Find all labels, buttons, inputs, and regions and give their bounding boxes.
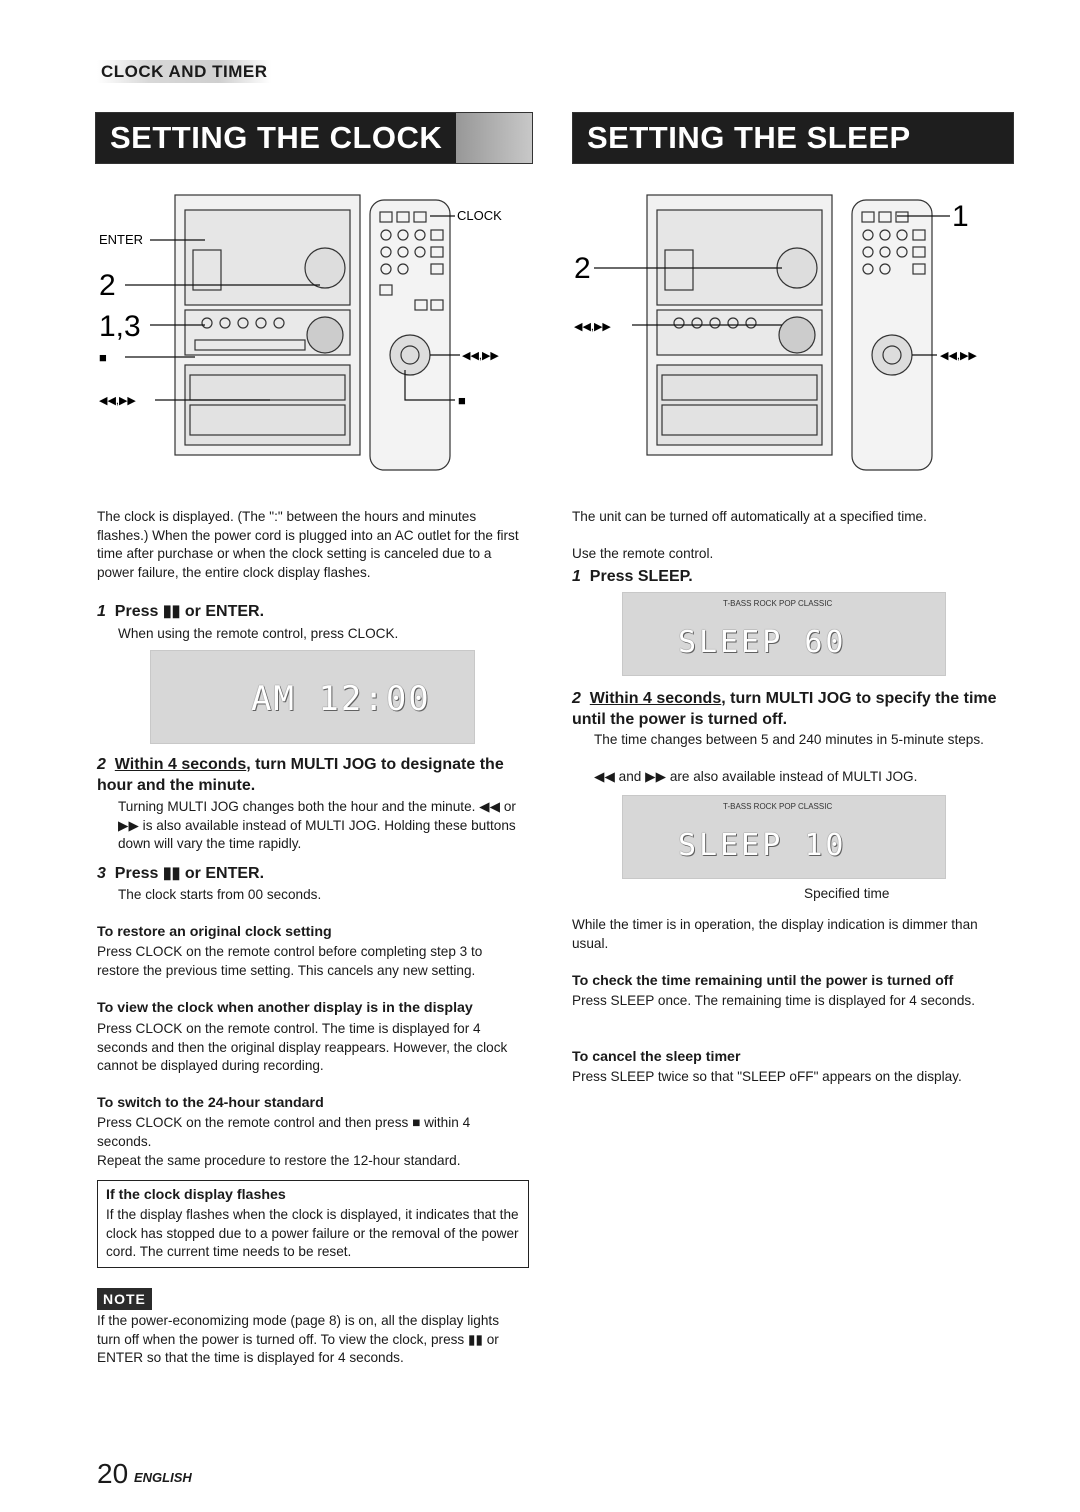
cancel-body: Press SLEEP twice so that "SLEEP oFF" ap…: [572, 1069, 962, 1084]
clock-step1-body: When using the remote control, press CLO…: [118, 626, 399, 641]
clock-display: AM 12:00: [150, 650, 475, 744]
callout-skip-right: ◀◀,▶▶: [940, 350, 977, 362]
stereo-clock-illustration: ENTER CLOCK 2 1,3 ■ ◀◀,▶▶ ◀◀,▶▶ ■: [99, 194, 502, 471]
sleep-display-2: T-BASS ROCK POP CLASSIC SLEEP 10: [622, 795, 946, 879]
clock-step3-title: 3 Press ▮▮ or ENTER.: [97, 865, 265, 882]
switch24-body1: Press CLOCK on the remote control and th…: [97, 1115, 471, 1149]
callout-2: 2: [574, 252, 591, 285]
sleep-step2-title: 2 Within 4 seconds, turn MULTI JOG to sp…: [572, 690, 997, 728]
sleep-step2-body1: The time changes between 5 and 240 minut…: [594, 732, 984, 747]
cancel-title: To cancel the sleep timer: [572, 1049, 741, 1065]
callout-1-3: 1,3: [99, 310, 141, 343]
flashes-box: If the clock display flashes If the disp…: [97, 1180, 529, 1268]
switch24-title: To switch to the 24-hour standard: [97, 1095, 324, 1111]
clock-step1-title: 1 Press ▮▮ or ENTER.: [97, 603, 265, 620]
callout-1: 1: [952, 200, 969, 233]
view-body: Press CLOCK on the remote control. The t…: [97, 1021, 508, 1073]
check-title: To check the time remaining until the po…: [572, 973, 954, 989]
clock-step2-title: 2 Within 4 seconds, turn MULTI JOG to de…: [97, 756, 504, 794]
restore-body: Press CLOCK on the remote control before…: [97, 944, 483, 978]
sleep-use-remote: Use the remote control.: [572, 546, 714, 561]
banner-title: SETTING THE SLEEP TIMER: [573, 113, 1013, 205]
sleep-step2-body2: ◀◀ and ▶▶ are also available instead of …: [594, 769, 918, 784]
callout-skip-left: ◀◀,▶▶: [574, 321, 611, 333]
footer-language: ENGLISH: [134, 1470, 192, 1485]
callout-2: 2: [99, 269, 116, 302]
sleep-display-1: T-BASS ROCK POP CLASSIC SLEEP 60: [622, 592, 946, 676]
specified-time-caption: Specified time: [804, 886, 890, 901]
sleep-dimmer: While the timer is in operation, the dis…: [572, 917, 978, 951]
callout-skip-left: ◀◀,▶▶: [99, 395, 136, 407]
clock-step2-body: Turning MULTI JOG changes both the hour …: [118, 799, 516, 851]
check-body: Press SLEEP once. The remaining time is …: [572, 993, 975, 1008]
banner-title: SETTING THE CLOCK: [96, 113, 457, 163]
callout-skip-right: ◀◀,▶▶: [462, 350, 499, 362]
callout-stop-left: ■: [99, 350, 107, 365]
clock-step3-body: The clock starts from 00 seconds.: [118, 887, 322, 902]
sleep-intro: The unit can be turned off automatically…: [572, 509, 927, 524]
page-number: 20: [97, 1458, 129, 1489]
banner-setting-clock: SETTING THE CLOCK: [95, 112, 533, 164]
view-title: To view the clock when another display i…: [97, 1000, 473, 1016]
note-badge: NOTE: [97, 1288, 152, 1310]
note-body: If the power-economizing mode (page 8) i…: [97, 1313, 499, 1365]
section-tag: CLOCK AND TIMER: [97, 60, 272, 83]
switch24-body2: Repeat the same procedure to restore the…: [97, 1153, 461, 1168]
flashes-title: If the clock display flashes: [106, 1187, 286, 1203]
callout-stop-right: ■: [458, 393, 466, 408]
sleep-step1-title: 1 Press SLEEP.: [572, 568, 693, 585]
banner-sleep-timer: SETTING THE SLEEP TIMER: [572, 112, 1014, 205]
flashes-body: If the display flashes when the clock is…: [106, 1207, 519, 1259]
callout-clock: CLOCK: [457, 208, 502, 223]
restore-title: To restore an original clock setting: [97, 924, 332, 940]
clock-intro: The clock is displayed. (The ":" between…: [97, 509, 519, 580]
callout-enter: ENTER: [99, 232, 143, 247]
stereo-sleep-illustration: 1 2 ◀◀,▶▶ ◀◀,▶▶: [574, 194, 977, 471]
